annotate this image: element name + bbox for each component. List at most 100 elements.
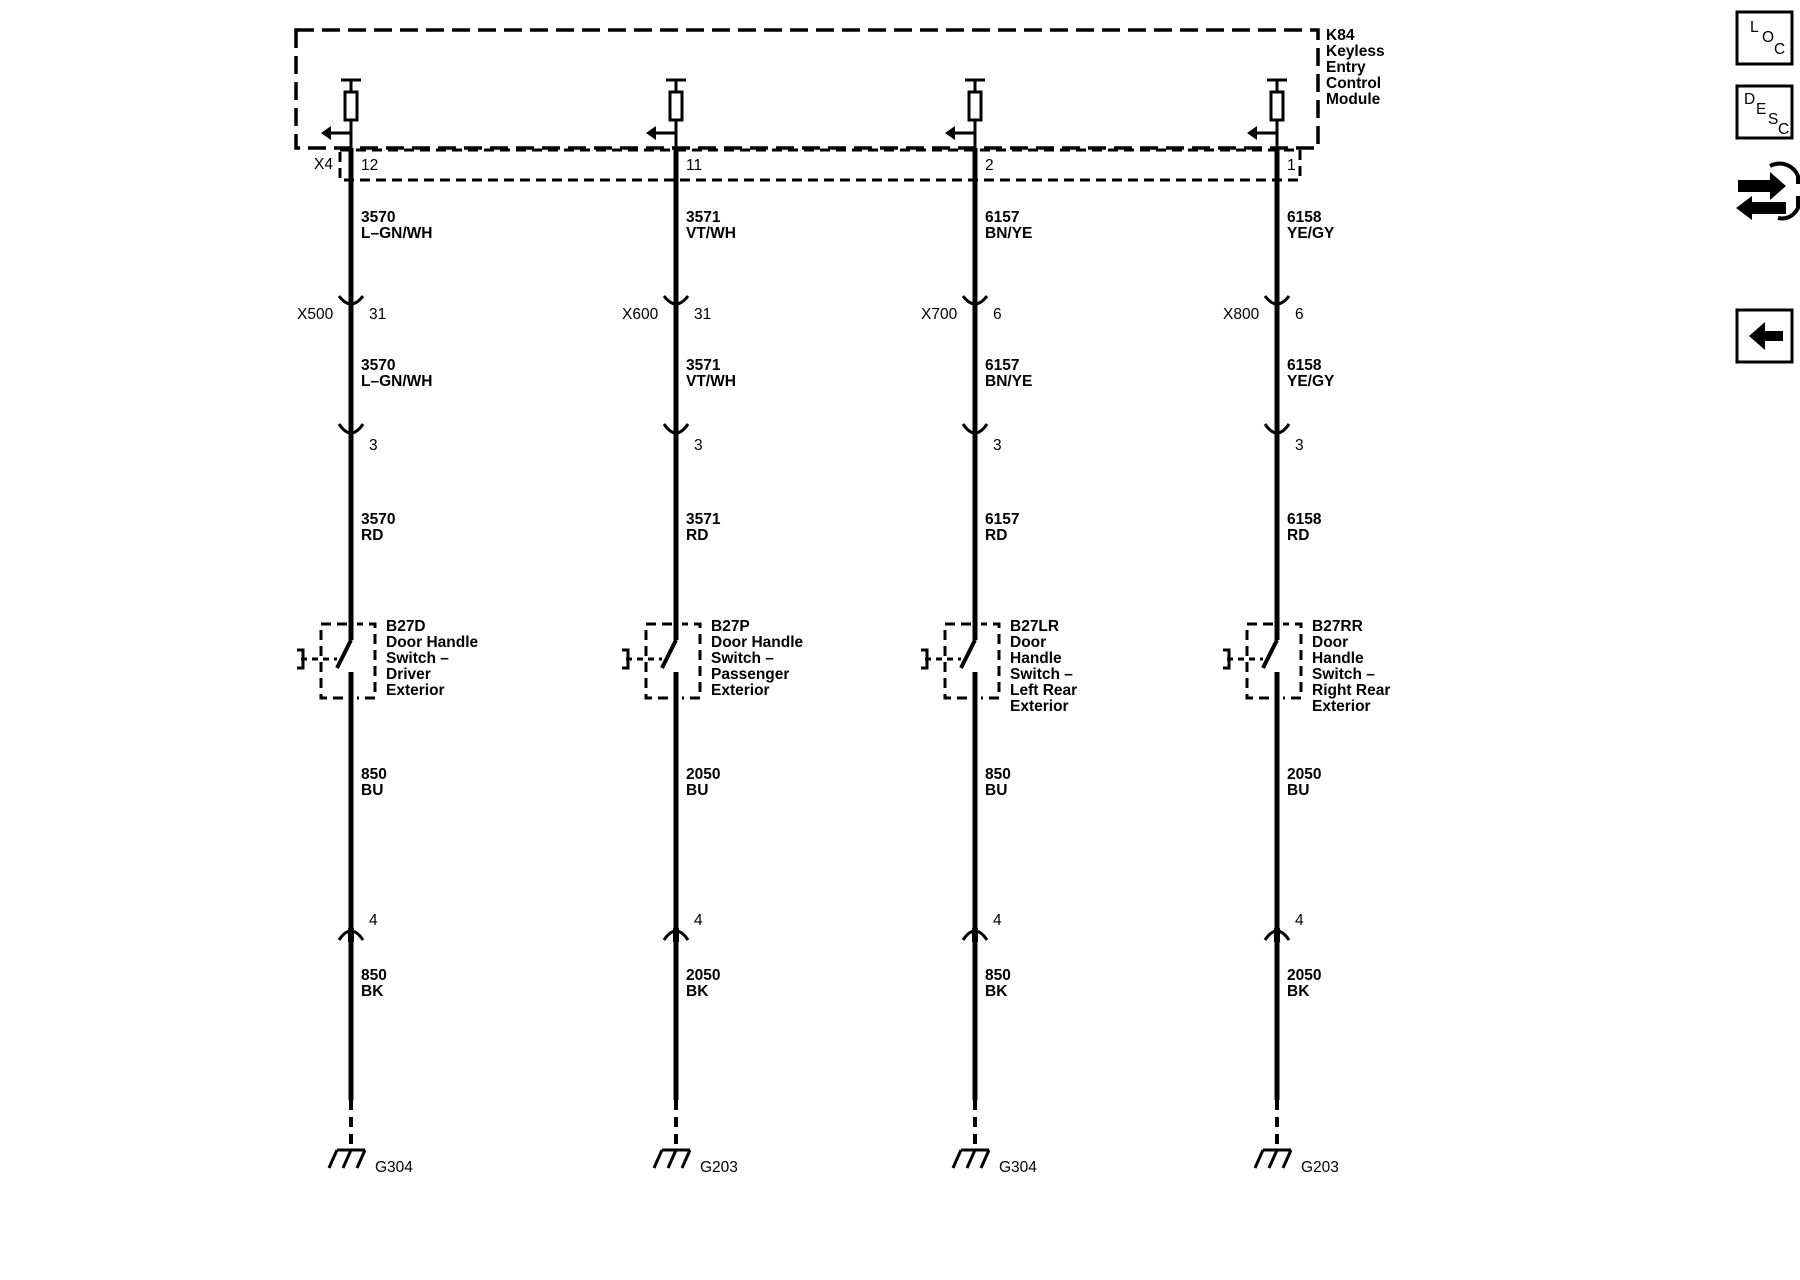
wire-color: L–GN/WH bbox=[361, 225, 432, 242]
circuit-number: 2050 bbox=[686, 967, 720, 984]
signal-arrow-icon bbox=[646, 126, 656, 140]
wire-color: BN/YE bbox=[985, 373, 1032, 390]
circuit-number: 6158 bbox=[1287, 209, 1322, 226]
ground-stroke bbox=[652, 1149, 664, 1169]
svg-text:O: O bbox=[1762, 29, 1774, 46]
svg-text:S: S bbox=[1768, 111, 1778, 128]
ground-pin-number: 4 bbox=[369, 912, 378, 929]
connector-end-view-icon bbox=[1736, 161, 1800, 221]
switch-label-line: Exterior bbox=[711, 682, 770, 699]
circuit-number: 3571 bbox=[686, 209, 721, 226]
switch-contact bbox=[335, 639, 353, 669]
switch-actuator bbox=[1223, 648, 1231, 670]
ground-pin-number: 4 bbox=[993, 912, 1002, 929]
ground-connector-pin bbox=[673, 928, 679, 942]
ground-label: G304 bbox=[999, 1159, 1037, 1176]
switch-gap bbox=[1277, 620, 1283, 702]
circuit-number: 6157 bbox=[985, 209, 1019, 226]
wire-color: L–GN/WH bbox=[361, 373, 432, 390]
wire-color: RD bbox=[1287, 527, 1309, 544]
ground-icon bbox=[1253, 1148, 1293, 1169]
switch-pin-number: 3 bbox=[694, 437, 703, 454]
switch-pin-number: 3 bbox=[993, 437, 1002, 454]
switch-label-line: Exterior bbox=[1312, 698, 1371, 715]
ground-icon bbox=[652, 1148, 692, 1169]
back-arrow-icon bbox=[1749, 322, 1783, 350]
switch-contact bbox=[660, 639, 678, 669]
switch-label-line: B27RR bbox=[1312, 618, 1363, 635]
back-button[interactable] bbox=[1735, 308, 1794, 364]
switch-connector-symbol bbox=[662, 423, 690, 435]
driver-element bbox=[967, 90, 983, 122]
wire-color: BK bbox=[1287, 983, 1310, 1000]
inline-connector-symbol bbox=[1263, 295, 1291, 306]
ground-stroke bbox=[979, 1149, 991, 1169]
loc-icon: L O C bbox=[1750, 19, 1785, 58]
inline-connector-name: X500 bbox=[297, 306, 334, 323]
switch-pin-number: 3 bbox=[369, 437, 378, 454]
wire-color: BU bbox=[361, 782, 383, 799]
switch-enclosure bbox=[644, 622, 702, 700]
ground-stroke bbox=[680, 1149, 692, 1169]
switch-label-line: Exterior bbox=[386, 682, 445, 699]
ground-label: G304 bbox=[375, 1159, 413, 1176]
switch-label-line: Driver bbox=[386, 666, 431, 683]
ground-pin-number: 4 bbox=[1295, 912, 1304, 929]
wire-color: BK bbox=[686, 983, 709, 1000]
circuit-number: 3570 bbox=[361, 357, 395, 374]
wire-color: VT/WH bbox=[686, 373, 736, 390]
switch-actuator bbox=[921, 648, 929, 670]
desc-button[interactable]: D E S C bbox=[1735, 84, 1794, 140]
switch-label-line: Switch – bbox=[386, 650, 449, 667]
loc-button[interactable]: L O C bbox=[1735, 10, 1794, 66]
driver-element bbox=[668, 90, 684, 122]
inline-connector-pin: 31 bbox=[369, 306, 386, 323]
ground-connector-pin bbox=[972, 928, 978, 942]
inline-connector-symbol bbox=[662, 295, 690, 306]
wire-color: BK bbox=[361, 983, 384, 1000]
inline-connector-name: X800 bbox=[1223, 306, 1260, 323]
circuit-number: 6158 bbox=[1287, 357, 1322, 374]
switch-label-line: Door bbox=[1312, 634, 1348, 651]
inline-connector-pin: 6 bbox=[1295, 306, 1304, 323]
switch-label-line: Switch – bbox=[1312, 666, 1375, 683]
switch-contact bbox=[959, 639, 977, 669]
module-pin-number: 12 bbox=[361, 157, 378, 174]
ground-pin-number: 4 bbox=[694, 912, 703, 929]
switch-connector-symbol bbox=[1263, 423, 1291, 435]
switch-connector-symbol bbox=[337, 423, 365, 435]
ground-stroke bbox=[951, 1149, 963, 1169]
switch-label-line: B27LR bbox=[1010, 618, 1059, 635]
circuit-number: 850 bbox=[985, 766, 1011, 783]
switch-label-line: Handle bbox=[1312, 650, 1364, 667]
wire-color: YE/GY bbox=[1287, 373, 1335, 390]
door-handle-switch bbox=[1223, 620, 1303, 702]
inline-connector-pin: 31 bbox=[694, 306, 711, 323]
ground-stroke bbox=[1267, 1149, 1279, 1169]
circuit-number: 3571 bbox=[686, 357, 721, 374]
wire-color: RD bbox=[361, 527, 383, 544]
connector-end-view-button[interactable] bbox=[1736, 161, 1800, 221]
ground-stroke bbox=[341, 1149, 353, 1169]
switch-label-line: B27P bbox=[711, 618, 750, 635]
ground-stroke bbox=[327, 1149, 339, 1169]
switch-contact bbox=[1261, 639, 1279, 669]
